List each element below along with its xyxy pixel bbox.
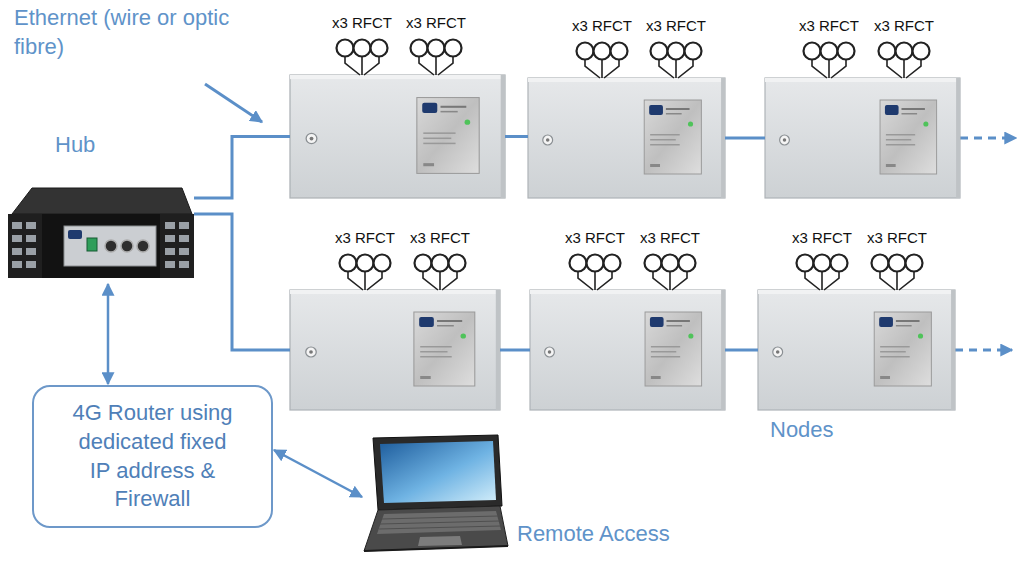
group-label: Nodes [770,416,834,445]
node-enclosure: x3 RFCTx3 RFCT [758,290,955,410]
continuation-arrow [960,137,1016,140]
laptop-label: Remote Access [517,521,670,547]
node-enclosure: x3 RFCTx3 RFCT [530,290,725,410]
network-link [274,450,362,497]
hub-label: Hub [55,132,95,158]
hub-unit: Hub [8,132,194,282]
ethernet-label: Ethernet (wire or optic fibre) [14,4,254,61]
network-link [725,349,758,352]
rfct-label: x3 RFCT [572,17,632,35]
node-enclosure: x3 RFCTx3 RFCT [528,78,725,198]
network-link [500,349,530,352]
network-link [505,135,528,138]
rfct-coils [337,40,930,291]
rfct-label: x3 RFCT [406,14,466,32]
router-box: 4G Router using dedicated fixed IP addre… [32,385,273,528]
rfct-label: x3 RFCT [640,229,700,247]
network-link [725,137,765,140]
node-enclosures [290,75,960,410]
rfct-label: x3 RFCT [792,229,852,247]
network-link [107,284,110,384]
rfct-label: x3 RFCT [410,229,470,247]
node-enclosure: x3 RFCTx3 RFCT [290,75,505,198]
network-link [194,137,290,199]
rfct-label: x3 RFCT [332,14,392,32]
rfct-label: x3 RFCT [799,17,859,35]
rfct-label: x3 RFCT [565,229,625,247]
pointer-arrow [205,84,262,122]
rfct-label: x3 RFCT [874,17,934,35]
router-label: 4G Router using dedicated fixed IP addre… [69,399,236,513]
rfct-label: x3 RFCT [335,229,395,247]
rfct-label: x3 RFCT [867,229,927,247]
node-enclosure: x3 RFCTx3 RFCT [290,290,500,410]
node-enclosure: x3 RFCTx3 RFCT [765,78,960,198]
rfct-label: x3 RFCT [646,17,706,35]
laptop-illustration [364,435,508,551]
hub-device [8,188,194,278]
continuation-arrow [955,349,1012,352]
network-link [194,214,290,350]
laptop: Remote Access [362,432,502,552]
